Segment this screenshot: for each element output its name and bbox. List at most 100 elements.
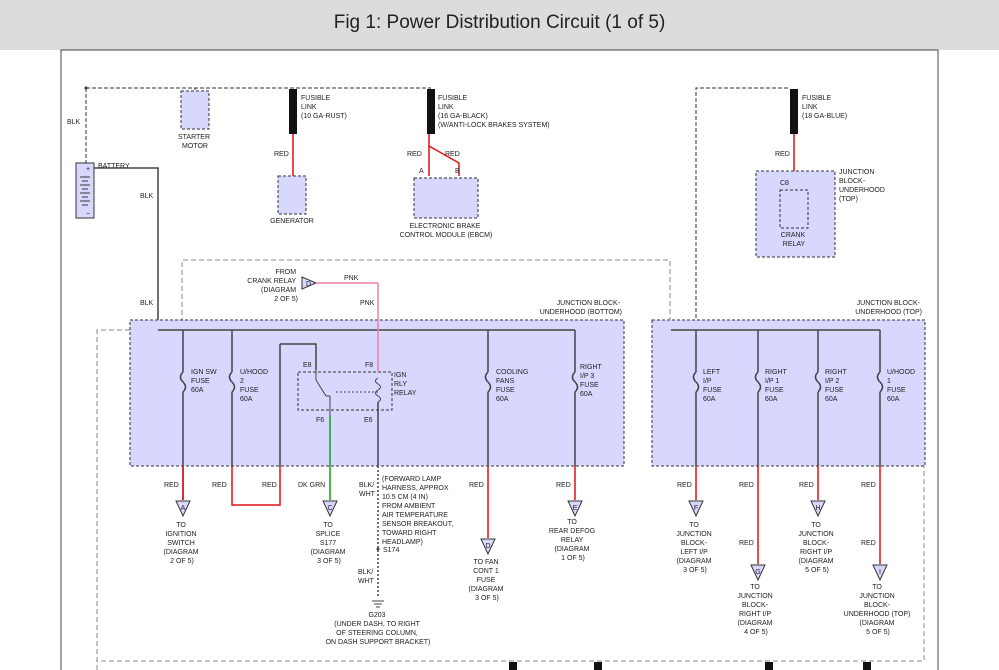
fuse-uhood-2 — [228, 330, 236, 466]
g203-label: G203 (UNDER DASH, TO RIGHT OF STEERING C… — [326, 612, 431, 646]
generator-label: GENERATOR — [270, 218, 314, 225]
fuse-cooling-fans — [484, 330, 492, 466]
crank-relay-label: CRANK RELAY — [781, 232, 807, 248]
blk-battery-label: BLK — [140, 193, 154, 200]
conn-letter-g: G — [755, 569, 760, 576]
pin-a-label: A — [419, 168, 424, 175]
ebcm-label: ELECTRONIC BRAKE CONTROL MODULE (EBCM) — [400, 223, 493, 239]
conn-letter-d: D — [485, 543, 490, 550]
jb-top-upper-label: JUNCTION BLOCK- UNDERHOOD (TOP) — [839, 169, 887, 203]
fusible-link-blue — [790, 89, 798, 134]
dest-h-label: TO JUNCTION BLOCK- RIGHT I/P (DIAGRAM 5 … — [798, 522, 835, 574]
connector-i — [872, 564, 888, 582]
pin-b-label: B — [455, 168, 460, 175]
dest-a-label: TO IGNITION SWITCH (DIAGRAM 2 OF 5) — [164, 522, 201, 565]
fuse-right-ip3-label: RIGHT I/P 3 FUSE 60A — [580, 364, 604, 398]
pnk-lower-label: PNK — [360, 300, 375, 307]
dest-c-label: TO SPLICE S177 (DIAGRAM 3 OF 5) — [311, 522, 348, 565]
wire-label-blk-wht: BLK/ WHT — [359, 482, 376, 498]
fusible-link-black — [427, 89, 435, 134]
c8-label: C8 — [780, 180, 789, 187]
fuse-cooling-fans-label: COOLING FANS FUSE 60A — [496, 369, 530, 403]
wire-label-red-a: RED — [164, 482, 179, 489]
uhood2-red-loop — [231, 466, 281, 506]
wire-label-red-i-lower: RED — [861, 540, 876, 547]
battery-cells — [80, 176, 90, 206]
dest-f-label: TO JUNCTION BLOCK- LEFT I/P (DIAGRAM 3 O… — [676, 522, 713, 574]
title-bar: Fig 1: Power Distribution Circuit (1 of … — [0, 0, 999, 50]
from-crank-label: FROM CRANK RELAY (DIAGRAM 2 OF 5) — [247, 269, 298, 303]
right-dashed-line — [695, 87, 790, 330]
bus-dot — [84, 86, 88, 90]
ebcm-box — [413, 177, 479, 219]
forward-lamp-note: (FORWARD LAMP HARNESS, APPROX 10.5 CM (4… — [382, 476, 455, 546]
fuse-left-ip — [692, 330, 700, 466]
conn-letter-f: F — [694, 505, 698, 512]
conn-letter-e: E — [573, 505, 578, 512]
wire-label-dk-grn: DK GRN — [298, 482, 325, 489]
fuse-uhood-1-label: U/HOOD 1 FUSE 60A — [887, 369, 917, 403]
fuse-uhood-2-label: U/HOOD 2 FUSE 60A — [240, 369, 270, 403]
starter-motor-box — [180, 90, 210, 130]
connector-a — [175, 500, 191, 518]
wire-label-red-i-upper: RED — [861, 482, 876, 489]
jb-bottom-label: JUNCTION BLOCK- UNDERHOOD (BOTTOM) — [540, 300, 622, 316]
connector-g — [750, 564, 766, 582]
fuse-right-ip3 — [571, 330, 579, 466]
connector-c — [322, 500, 338, 518]
ign-rly-label: IGN RLY RELAY — [394, 372, 417, 397]
diagram-frame — [60, 49, 939, 670]
fusible-black-label: FUSIBLE LINK (16 GA-BLACK) (W/ANTI-LOCK … — [438, 95, 550, 129]
fusible-rust-label: FUSIBLE LINK (10 GA-RUST) — [301, 95, 347, 120]
crank-relay-box — [779, 189, 809, 229]
red-crank-label: RED — [775, 151, 790, 158]
fuse-right-ip1-label: RIGHT I/P 1 FUSE 60A — [765, 369, 789, 403]
battery-label: BATTERY — [98, 163, 130, 170]
relay-switch — [315, 370, 378, 416]
battery-blk-wire — [94, 167, 159, 330]
page-title: Fig 1: Power Distribution Circuit (1 of … — [333, 12, 666, 33]
s174-splice — [376, 547, 380, 551]
fusible-link-rust — [289, 89, 297, 134]
from-crank-connector — [301, 276, 318, 290]
page-marker-1 — [509, 662, 517, 670]
battery-minus: − — [86, 211, 90, 218]
fuse-left-ip-label: LEFT I/P FUSE 60A — [703, 369, 724, 403]
pin-f6-label: F6 — [316, 417, 324, 424]
red-ebcm-b-label: RED — [445, 151, 460, 158]
relay-coil — [375, 377, 381, 403]
wire-label-red-f: RED — [677, 482, 692, 489]
wire-label-red-uhood: RED — [212, 482, 227, 489]
connector-d — [480, 538, 496, 556]
ground-symbol — [372, 600, 384, 608]
page-marker-4 — [863, 662, 871, 670]
dest-d-label: TO FAN CONT 1 FUSE (DIAGRAM 3 OF 5) — [469, 559, 506, 602]
dest-i-label: TO JUNCTION BLOCK- UNDERHOOD (TOP) (DIAG… — [844, 584, 913, 636]
wire-label-red-loop: RED — [262, 482, 277, 489]
conn-letter-i: I — [879, 569, 881, 576]
connector-f — [688, 500, 704, 518]
relay-feed — [280, 343, 317, 370]
connector-h — [810, 500, 826, 518]
battery-box — [75, 162, 95, 219]
wire-label-red-h: RED — [799, 482, 814, 489]
wire-label-red-e: RED — [556, 482, 571, 489]
s174-label: S174 — [383, 547, 399, 554]
dest-e-label: TO REAR DEFOG RELAY (DIAGRAM 1 OF 5) — [549, 519, 597, 562]
wire-label-red-g-lower: RED — [739, 540, 754, 547]
wire-label-red-d: RED — [469, 482, 484, 489]
page-marker-2 — [594, 662, 602, 670]
junction-block-top — [651, 319, 926, 467]
connector-e — [567, 500, 583, 518]
ebcm-red-wire-b — [428, 145, 460, 176]
pin-f8-label: F8 — [365, 362, 373, 369]
page-marker-3 — [765, 662, 773, 670]
fuse-ign-sw-label: IGN SW FUSE 60A — [191, 369, 219, 394]
starter-label: STARTER MOTOR — [178, 134, 212, 150]
dest-g-label: TO JUNCTION BLOCK- RIGHT I/P (DIAGRAM 4 … — [737, 584, 774, 636]
blk-left-label: BLK — [67, 119, 81, 126]
blk-wht-lower-label: BLK/ WHT — [358, 569, 375, 585]
pin-e6-label: E6 — [364, 417, 373, 424]
fuse-right-ip1 — [754, 330, 762, 466]
